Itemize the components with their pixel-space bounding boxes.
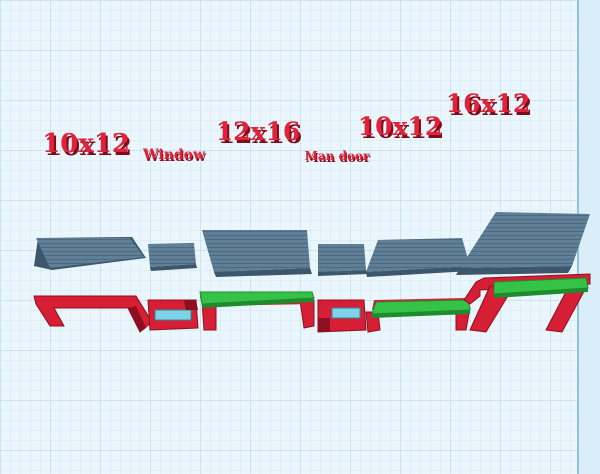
label-10x12-b[interactable]: 10x12 10x12 — [358, 112, 445, 144]
svg-text:16x12: 16x12 — [446, 89, 531, 118]
roof-panel-10x12-b[interactable] — [366, 238, 471, 277]
svg-text:Window: Window — [143, 149, 207, 165]
svg-text:10x12: 10x12 — [358, 112, 443, 141]
label-10x12-a[interactable]: 10x12 10x12 — [42, 129, 132, 162]
man-door-glass — [331, 307, 361, 319]
window-glass — [154, 309, 192, 321]
svg-text:10x12: 10x12 — [42, 129, 130, 159]
wall-frame-16x12[interactable] — [463, 273, 591, 333]
man-door-wall-frame[interactable] — [317, 299, 367, 333]
svg-text:Window: Window — [142, 147, 206, 163]
label-12x16[interactable]: 12x16 12x16 — [216, 117, 303, 149]
svg-text:10x12: 10x12 — [44, 132, 132, 162]
window-wall-frame[interactable] — [147, 299, 199, 331]
svg-text:16x12: 16x12 — [448, 92, 533, 121]
svg-text:Man door: Man door — [306, 151, 371, 165]
svg-text:12x16: 12x16 — [218, 120, 303, 149]
wall-frame-12x16[interactable] — [199, 291, 315, 331]
label-16x12[interactable]: 16x12 16x12 — [446, 89, 533, 121]
workplane-edge — [578, 0, 600, 474]
svg-text:Man door: Man door — [305, 149, 370, 163]
wall-frame-10x12-b[interactable] — [365, 298, 471, 333]
roof-panel-16x12[interactable] — [456, 212, 590, 275]
man-door-panel[interactable] — [318, 244, 368, 276]
svg-text:10x12: 10x12 — [360, 115, 445, 144]
wall-frame-10x12-a[interactable] — [33, 295, 153, 333]
svg-text:12x16: 12x16 — [216, 117, 301, 146]
label-man-door[interactable]: Man door Man door — [305, 149, 371, 165]
window-panel[interactable] — [148, 243, 197, 271]
roof-panel-12x16[interactable] — [202, 230, 312, 277]
roof-panel-10x12-a[interactable] — [34, 237, 146, 270]
label-window[interactable]: Window Window — [142, 147, 207, 165]
